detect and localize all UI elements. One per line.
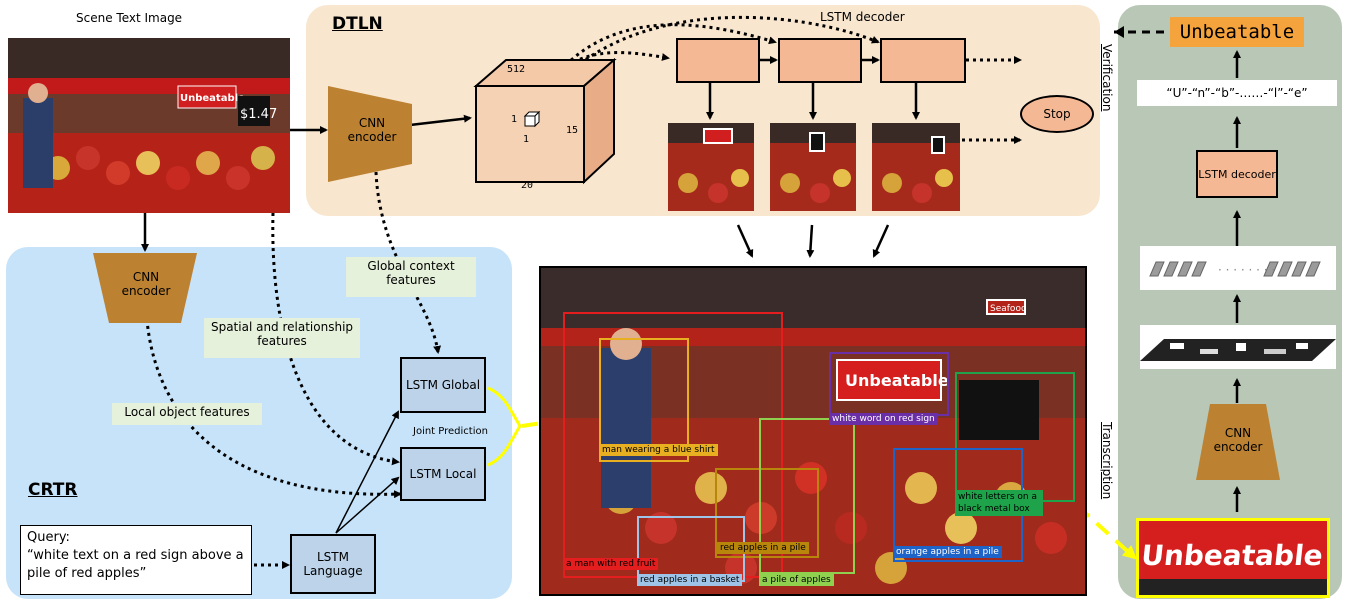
- decoder-cell-1: [676, 38, 760, 83]
- stop-node: Stop: [1020, 95, 1094, 133]
- feature-cube: [473, 58, 617, 185]
- attention-crop-3: [872, 123, 960, 211]
- scene-sign-text: Unbeatable: [180, 93, 245, 104]
- local-object-note: Local object features: [112, 403, 262, 425]
- verified-word: Unbeatable: [1170, 17, 1304, 47]
- crtr-cnn-encoder-shape: [93, 253, 197, 323]
- cropped-sign-image: Unbeatable: [1136, 518, 1330, 598]
- lstm-decoder-top-label: LSTM decoder: [820, 10, 905, 24]
- attention-crop-2: [770, 123, 856, 211]
- cube-height-label: 15: [566, 125, 579, 136]
- region-tag-pile-of-apples: a pile of apples: [759, 574, 834, 586]
- right-lstm-decoder: LSTM decoder: [1196, 150, 1278, 198]
- region-tag-white-word: white word on red sign: [829, 413, 938, 425]
- scene-sign-word: Unbeatable: [845, 371, 949, 390]
- region-tag-orange-apples: orange apples in a pile: [893, 546, 1002, 558]
- bbox-white-word-red-sign: [829, 352, 949, 416]
- lstm-global: LSTM Global: [400, 357, 486, 413]
- spatial-relationship-note: Spatial and relationship features: [204, 318, 360, 358]
- bbox-red-apples-pile: [715, 468, 819, 558]
- query-box: Query: “white text on a red sign above a…: [20, 525, 252, 595]
- decoder-cell-2: [778, 38, 862, 83]
- right-cnn-encoder-shape: [1196, 404, 1280, 480]
- cube-depth-label: 512: [507, 64, 526, 75]
- lstm-language: LSTM Language: [290, 534, 376, 594]
- query-text: “white text on a red sign above a pile o…: [27, 548, 244, 581]
- region-tag-red-apples-pile: red apples in a pile: [717, 542, 809, 554]
- global-context-note: Global context features: [346, 257, 476, 297]
- region-tag-man-red-fruit: a man with red fruit: [563, 558, 659, 570]
- lstm-local: LSTM Local: [400, 447, 486, 501]
- scene-seafood-text: Seafood: [990, 304, 1027, 314]
- feature-map-strip: [1140, 325, 1336, 369]
- region-tag-white-letters: white letters on a black metal box: [955, 490, 1043, 516]
- svg-text:· · · · · · · ·: · · · · · · · ·: [1218, 263, 1275, 277]
- bbox-pile-of-apples: [759, 418, 855, 574]
- scene-price-text: $1.47: [240, 107, 277, 122]
- joint-prediction-label: Joint Prediction: [413, 426, 488, 437]
- annotated-scene: Unbeatable Seafood man wearing a blue sh…: [539, 266, 1087, 596]
- char-sequence: “U”-“n”-“b”-……-“l”-“e”: [1137, 80, 1337, 106]
- cube-width-label: 20: [521, 180, 534, 191]
- crtr-cnn-encoder: CNN encoder: [121, 270, 171, 298]
- dtln-cnn-encoder-shape: [328, 86, 412, 182]
- feature-sequence: · · · · · · · ·: [1140, 246, 1336, 290]
- scene-text-image-title: Scene Text Image: [76, 11, 183, 25]
- region-tag-man-blue-shirt: man wearing a blue shirt: [599, 444, 718, 456]
- region-tag-red-apples-basket: red apples in a basket: [637, 574, 743, 586]
- crtr-title: CRTR: [28, 480, 78, 500]
- cube-cell-a: 1: [511, 114, 518, 125]
- dtln-cnn-encoder: CNN encoder: [347, 116, 397, 144]
- attention-crop-1: [668, 123, 754, 211]
- bbox-man-blue-shirt: [599, 338, 689, 462]
- cropped-sign-word: Unbeatable: [1140, 539, 1325, 572]
- dtln-title: DTLN: [332, 14, 383, 34]
- cube-cell-b: 1: [523, 134, 530, 145]
- right-cnn-encoder: CNN encoder: [1213, 426, 1263, 454]
- verification-label: Verification: [1100, 44, 1114, 112]
- scene-text-photo: Unbeatable $1.47: [8, 38, 290, 213]
- query-label: Query:: [27, 530, 70, 545]
- transcription-label: Transcription: [1100, 422, 1114, 500]
- decoder-cell-3: [880, 38, 966, 83]
